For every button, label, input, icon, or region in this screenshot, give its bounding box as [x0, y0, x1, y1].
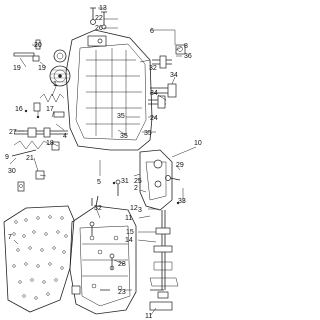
governor-assembly: [139, 149, 179, 311]
callout-dots: [24, 109, 180, 205]
callout-21: 21: [26, 155, 34, 162]
callout-12: 12: [130, 205, 138, 212]
callout-35-upper: 35: [117, 113, 125, 120]
callout-16: 16: [15, 106, 23, 113]
callout-labels: 13 22 6 26 8 36 20 19 19 34 34 32 24 1 3…: [5, 5, 202, 320]
callout-4: 4: [63, 133, 67, 140]
callout-13: 13: [99, 5, 107, 12]
callout-11-upper: 11: [125, 215, 132, 222]
pins-left: [13, 39, 41, 62]
callout-7: 7: [8, 234, 12, 241]
callout-23: 23: [118, 289, 126, 296]
callout-3: 3: [138, 207, 142, 214]
callout-35-right: 35: [144, 130, 152, 137]
callout-5: 5: [97, 179, 101, 186]
callout-18: 18: [46, 140, 54, 147]
callout-27: 27: [9, 129, 17, 136]
callout-10: 10: [194, 140, 202, 147]
callout-30: 30: [8, 168, 16, 175]
callout-34-upper: 34: [170, 72, 178, 79]
callout-34-lower: 34: [150, 90, 158, 97]
callout-31: 31: [121, 178, 129, 185]
callout-35-lower: 35: [120, 133, 128, 140]
callout-11-lower: 11: [145, 313, 152, 320]
callout-19-left: 19: [13, 65, 21, 72]
callout-14: 14: [125, 237, 133, 244]
callout-17: 17: [46, 106, 54, 113]
callout-6: 6: [150, 28, 154, 35]
separator-plate: [3, 205, 75, 313]
callout-28: 28: [118, 261, 126, 268]
callout-9: 9: [5, 154, 9, 161]
exploded-view-drawing: 13 22 6 26 8 36 20 19 19 34 34 32 24 1 3…: [3, 5, 202, 320]
callout-1: 1: [53, 81, 57, 88]
callout-29: 29: [176, 162, 184, 169]
callout-20: 20: [34, 42, 42, 49]
callout-33: 33: [178, 198, 186, 205]
callout-26: 26: [95, 25, 103, 32]
gear-pump: [49, 49, 71, 87]
upper-valve-body: [65, 29, 153, 151]
parts-diagram: 13 22 6 26 8 36 20 19 19 34 34 32 24 1 3…: [3, 5, 202, 320]
callout-15: 15: [126, 229, 134, 236]
callout-36: 36: [184, 53, 192, 60]
callout-22: 22: [95, 15, 103, 22]
callout-24: 24: [150, 115, 158, 122]
callout-2: 2: [134, 185, 138, 192]
callout-25: 25: [134, 178, 142, 185]
callout-32-upper: 32: [149, 65, 157, 72]
callout-8: 8: [184, 43, 188, 50]
right-valves: [148, 44, 186, 109]
leader-lines: [9, 7, 197, 317]
callout-32-lower: 32: [94, 205, 102, 212]
lower-valve-body: [69, 195, 137, 315]
callout-19-right: 19: [38, 65, 46, 72]
